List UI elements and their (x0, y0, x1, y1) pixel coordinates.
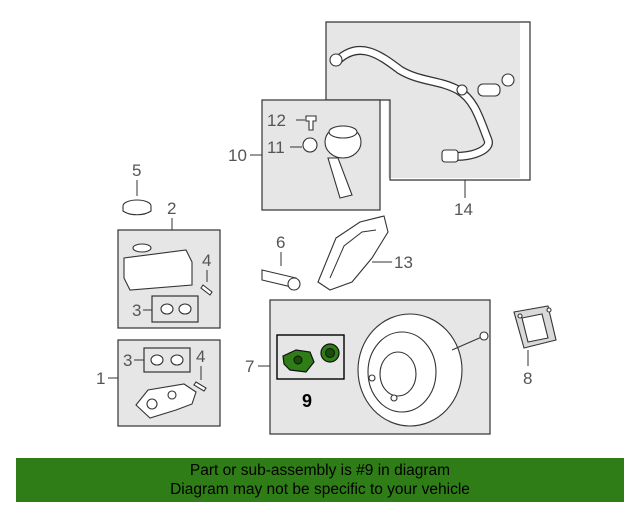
booster-box (269, 299, 491, 435)
hose-assembly-group: 14 (325, 21, 531, 219)
reservoir-seal-b[interactable] (178, 303, 192, 315)
callout-9: 9 (302, 391, 312, 411)
master-cylinder-group: 1 3 4 (96, 339, 221, 427)
hose-clamp-left[interactable] (329, 53, 343, 67)
reservoir-seal-a[interactable] (160, 303, 174, 315)
reservoir-group: 2 3 4 (117, 199, 221, 329)
pump-bolt[interactable] (305, 115, 317, 131)
callout-3-lower: 3 (123, 351, 132, 370)
parts-diagram: 14 12 11 10 5 2 3 4 (96, 21, 557, 435)
callout-6: 6 (276, 233, 285, 252)
reservoir-box (117, 229, 221, 329)
reservoir-pin-upper[interactable] (200, 284, 213, 296)
sensor-group: 6 (261, 233, 301, 291)
booster-group: 7 9 (245, 299, 491, 435)
callout-11: 11 (267, 138, 285, 157)
bracket-group: 13 (317, 215, 413, 291)
callout-12: 12 (267, 111, 286, 130)
cylinder-pin-lower[interactable] (193, 381, 207, 392)
seal-box-upper (151, 295, 199, 323)
pump-grommet[interactable] (302, 137, 318, 153)
hose-fitting[interactable] (477, 83, 501, 97)
callout-10: 10 (228, 146, 247, 165)
callout-5: 5 (132, 161, 141, 180)
master-cylinder[interactable] (135, 383, 197, 419)
check-valve-box (276, 334, 345, 380)
mounting-bracket[interactable] (317, 215, 389, 291)
cap-group: 5 (122, 161, 152, 216)
callout-4-upper: 4 (202, 251, 211, 270)
hose-end-fitting[interactable] (441, 149, 459, 163)
callout-13: 13 (394, 253, 413, 272)
fluid-reservoir[interactable] (123, 249, 193, 291)
callout-3-upper: 3 (132, 301, 141, 320)
banner-line-1: Part or sub-assembly is #9 in diagram (189, 462, 451, 479)
info-banner: Part or sub-assembly is #9 in diagram Di… (16, 458, 624, 502)
banner-line-2: Diagram may not be specific to your vehi… (170, 481, 470, 498)
pump-group: 12 11 10 (228, 99, 381, 211)
gasket-group: 8 (513, 305, 557, 388)
callout-14: 14 (454, 200, 473, 219)
master-cylinder-box (117, 339, 221, 427)
hose-check-valve[interactable] (456, 84, 468, 96)
callout-8: 8 (523, 369, 532, 388)
hose-clamp-right[interactable] (501, 73, 515, 87)
cylinder-seal-a[interactable] (150, 354, 164, 366)
callout-2: 2 (167, 199, 176, 218)
callout-1: 1 (96, 369, 105, 388)
callout-4-lower: 4 (196, 347, 205, 366)
callout-7: 7 (245, 357, 254, 376)
cylinder-seal-b[interactable] (170, 354, 184, 366)
